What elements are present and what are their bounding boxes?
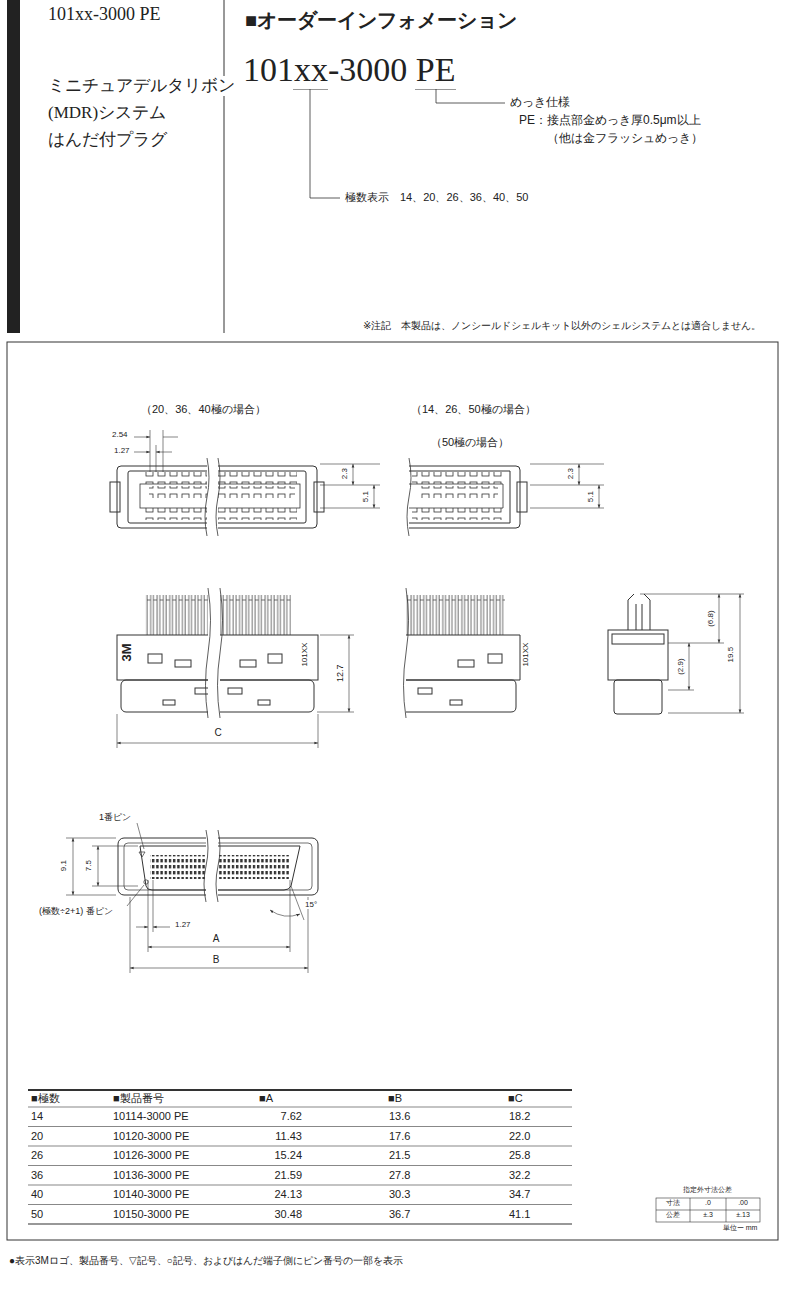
- table-cell: 41.1: [508, 1208, 531, 1221]
- table-cell: 34.7: [508, 1188, 531, 1201]
- table-cell: 24.13: [273, 1188, 303, 1201]
- section-heading: ■オーダーインフォメーション: [244, 9, 518, 32]
- table-cell: 30.48: [273, 1208, 303, 1221]
- table-header: ■製品番号: [112, 1092, 165, 1105]
- table-cell: 18.2: [508, 1110, 531, 1123]
- dimension-label: 5.1: [586, 490, 595, 503]
- table-cell: 36: [30, 1169, 44, 1182]
- table-cell: 10136-3000 PE: [112, 1169, 190, 1182]
- dimension-label: 5.1: [361, 490, 370, 503]
- table-cell: 15.24: [273, 1149, 303, 1162]
- table-cell: 30.3: [388, 1188, 411, 1201]
- table-cell: 25.8: [508, 1149, 531, 1162]
- view-caption: （50極の場合）: [430, 436, 510, 449]
- dimension-label: 2.3: [340, 467, 349, 480]
- tolerance-cell: ±.3: [702, 1211, 714, 1219]
- table-cell: 22.0: [508, 1130, 531, 1143]
- page-title: 101xx-3000 PE: [47, 4, 162, 25]
- marking-text: 101XX: [300, 642, 309, 668]
- table-cell: 17.6: [388, 1130, 411, 1143]
- dimension-label: 2.54: [111, 430, 129, 439]
- table-cell: 11.43: [274, 1130, 303, 1143]
- table-cell: 26: [30, 1149, 44, 1162]
- table-cell: 10120-3000 PE: [112, 1130, 190, 1143]
- pin-label: (極数÷2+1) 番ピン: [38, 906, 114, 916]
- note: ※注記 本製品は、ノンシールドシェルキット以外のシェルシステムとは適合しません。: [362, 320, 762, 332]
- unit-note: 単位ー mm: [722, 1224, 759, 1232]
- tolerance-cell: ±.13: [735, 1211, 751, 1219]
- dimension-label: 9.1: [59, 859, 68, 872]
- table-cell: 14: [30, 1110, 44, 1123]
- table-cell: 20: [30, 1130, 44, 1143]
- dimension-label: C: [213, 727, 222, 739]
- dimension-label: 15°: [304, 900, 318, 909]
- table-cell: 50: [30, 1208, 44, 1221]
- table-cell: 10126-3000 PE: [112, 1149, 190, 1162]
- dimension-label: B: [212, 954, 221, 966]
- table-cell: 40: [30, 1188, 44, 1201]
- dimension-label: 7.5: [84, 859, 93, 872]
- dimension-label: 1.27: [113, 446, 131, 455]
- logo-mark: 3M: [120, 642, 135, 662]
- footer-note: ●表示3Mロゴ、製品番号、▽記号、○記号、およびはんだ端子側にピン番号の一部を表…: [8, 1255, 404, 1267]
- table-header: ■B: [387, 1092, 403, 1105]
- table-header: ■A: [258, 1092, 274, 1105]
- table-cell: 10114-3000 PE: [112, 1110, 190, 1123]
- view-caption: （14、26、50極の場合）: [410, 403, 537, 416]
- dimension-label: (2.9): [675, 658, 684, 676]
- callout-text: 極数表示 14、20、26、36、40、50: [344, 191, 529, 204]
- header-subtitle: ミニチュアデルタリボン: [47, 76, 236, 96]
- tolerance-cell: .00: [737, 1199, 749, 1207]
- dimension-label: 19.5: [726, 646, 735, 664]
- tolerance-cell: 公差: [665, 1211, 681, 1219]
- table-cell: 13.6: [388, 1110, 411, 1123]
- tolerance-cell: 寸法: [665, 1199, 681, 1207]
- table-cell: 32.2: [508, 1169, 531, 1182]
- table-cell: 7.62: [280, 1110, 303, 1123]
- table-cell: 21.59: [273, 1169, 303, 1182]
- pin-label: 1番ピン: [98, 812, 132, 822]
- table-cell: 21.5: [388, 1149, 411, 1162]
- table-header: ■極数: [30, 1092, 61, 1105]
- view-caption: （20、36、40極の場合）: [140, 403, 267, 416]
- header-subtitle: はんだ付プラグ: [47, 130, 168, 150]
- callout-text: PE：接点部金めっき厚0.5μm以上: [518, 114, 702, 128]
- callout-text: （他は金フラッシュめっき）: [546, 132, 704, 146]
- part-number: 101xx-3000 PE: [242, 50, 457, 89]
- dimension-label: 12.7: [335, 663, 345, 683]
- tolerance-title: 指定外寸法公差: [682, 1186, 733, 1194]
- table-cell: 36.7: [388, 1208, 411, 1221]
- dimension-label: (6.8): [705, 610, 714, 628]
- marking-text: 101XX: [521, 642, 530, 668]
- callout-text: めっき仕様: [509, 96, 571, 110]
- table-cell: 27.8: [388, 1169, 411, 1182]
- tolerance-cell: .0: [704, 1199, 712, 1207]
- table-cell: 10150-3000 PE: [112, 1208, 190, 1221]
- table-header: ■C: [507, 1092, 524, 1105]
- dimension-label: 2.3: [566, 467, 575, 480]
- dimension-label: A: [212, 933, 221, 945]
- table-cell: 10140-3000 PE: [112, 1188, 190, 1201]
- header-subtitle: (MDR)システム: [47, 103, 167, 123]
- dimension-label: 1.27: [174, 920, 192, 929]
